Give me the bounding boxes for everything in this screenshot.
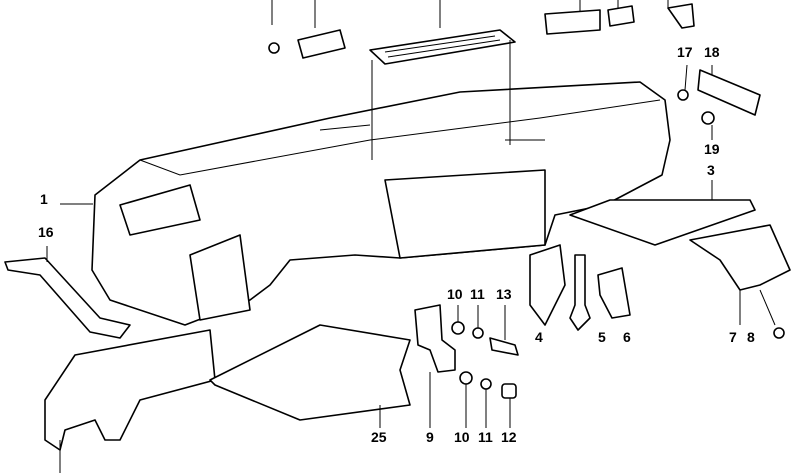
- callout-12: 12: [501, 429, 517, 445]
- bracket-part: [544, 9, 601, 35]
- bracket-part: [667, 3, 695, 29]
- nut-19: [701, 111, 715, 125]
- bracket-part: [607, 5, 635, 27]
- lower-panel: [44, 329, 216, 451]
- bolt-17: [677, 89, 689, 101]
- callout-6: 6: [623, 329, 631, 345]
- bracket-9: [414, 304, 456, 373]
- duct-25: [209, 324, 411, 421]
- callout-13: 13: [496, 286, 512, 302]
- callout-4: 4: [535, 329, 543, 345]
- callout-1: 1: [40, 191, 48, 207]
- callout-8: 8: [747, 329, 755, 345]
- callout-11b: 11: [478, 429, 493, 445]
- nut-12: [501, 383, 517, 399]
- clip-part: [268, 29, 346, 59]
- callout-5: 5: [598, 329, 606, 345]
- callout-19: 19: [704, 141, 720, 157]
- hinge-6: [597, 267, 631, 319]
- callout-11: 11: [470, 286, 485, 302]
- callout-3: 3: [707, 162, 715, 178]
- callout-10: 10: [447, 286, 463, 302]
- latch-5: [569, 254, 591, 331]
- tray-7: [689, 224, 791, 291]
- callout-17: 17: [677, 44, 693, 60]
- strip-16: [4, 257, 131, 339]
- dashboard-1: [91, 40, 671, 326]
- callout-10b: 10: [454, 429, 470, 445]
- callout-7: 7: [729, 329, 737, 345]
- bolt-13: [489, 337, 519, 356]
- lid-3: [569, 199, 756, 246]
- callout-16: 16: [38, 224, 54, 240]
- bracket-18: [697, 69, 761, 116]
- callout-9: 9: [426, 429, 434, 445]
- callout-18: 18: [704, 44, 720, 60]
- pad-part: [369, 29, 516, 65]
- callout-25: 25: [371, 429, 387, 445]
- flap-4: [529, 244, 566, 326]
